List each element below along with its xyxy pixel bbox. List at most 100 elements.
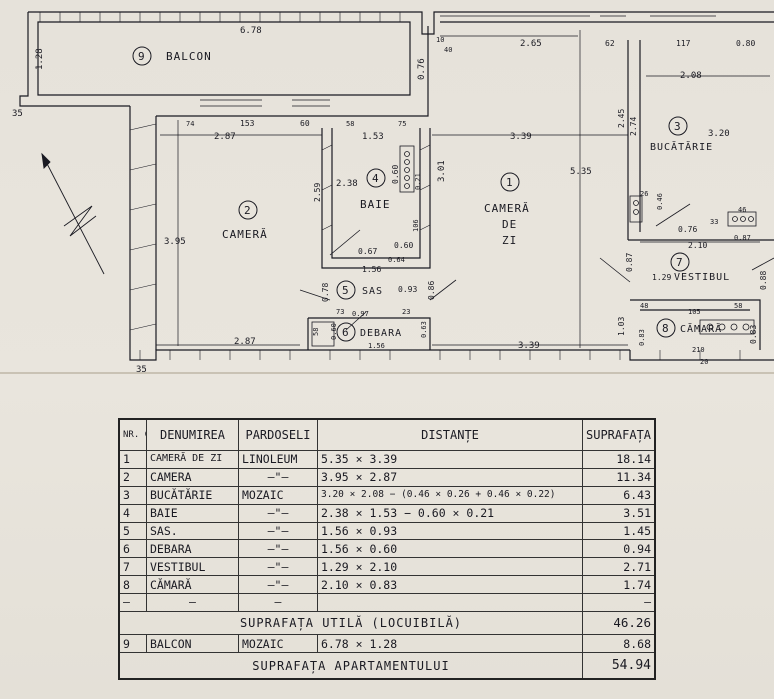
dim-080: 0.80	[736, 39, 755, 48]
dim-35-top: 35	[12, 109, 23, 119]
dim-097: 0.97	[352, 310, 369, 318]
dim-087-v: 0.87	[625, 253, 634, 272]
dim-20: 20	[700, 358, 708, 366]
row-nr: 4	[118, 503, 147, 523]
row-dist: 1.56 × 0.60	[317, 539, 583, 559]
dim-078: 0.78	[321, 283, 330, 302]
dim-067: 0.67	[358, 247, 377, 256]
dim-48: 48	[640, 302, 648, 310]
dim-535: 5.35	[570, 167, 592, 177]
table-row: 7 VESTIBUL —"— 1.29 × 2.10 2.71	[118, 557, 656, 577]
row-nr: 3	[118, 485, 147, 505]
row-dist: 1.56 × 0.93	[317, 521, 583, 541]
dim-339-bottom: 3.39	[518, 341, 540, 351]
room-9-label: 9 BALCON	[132, 46, 212, 66]
row-name: VESTIBUL	[146, 557, 239, 577]
dim-26: 26	[640, 190, 648, 198]
total-area-value: 54.94	[582, 652, 656, 680]
table-row: — — — —	[118, 593, 656, 612]
dim-021: 0.21	[414, 173, 422, 190]
dim-40: 40	[444, 46, 452, 54]
row-nr: 5	[118, 521, 147, 541]
dim-259: 2.59	[313, 183, 322, 202]
row-dist	[317, 593, 583, 612]
svg-text:6: 6	[342, 326, 350, 339]
row-dist: 2.38 × 1.53 − 0.60 × 0.21	[317, 503, 583, 523]
room-1-name: CAMERĂ	[484, 202, 530, 215]
row-area: 18.14	[582, 450, 656, 469]
dim-060-baie: 0.60	[391, 165, 400, 184]
dim-060-b: 0.60	[394, 241, 413, 250]
row-floor: LINOLEUM	[238, 450, 318, 469]
dim-balcon-height: 1.28	[35, 48, 45, 70]
row-dist: 5.35 × 3.39	[317, 450, 583, 469]
row-area: 3.51	[582, 503, 656, 523]
dim-58-c: 58	[734, 302, 742, 310]
dim-064: 0.64	[388, 256, 405, 264]
dim-274: 2.74	[629, 117, 638, 136]
dim-339-top: 3.39	[510, 132, 532, 142]
dim-287-top: 2.87	[214, 132, 236, 142]
table-row: 8 CĂMARĂ —"— 2.10 × 0.83 1.74	[118, 575, 656, 594]
dim-10: 10	[436, 36, 444, 44]
balcon-row: 9 BALCON MOZAIC 6.78 × 1.28 8.68	[118, 634, 656, 654]
table-row: 6 DEBARA —"— 1.56 × 0.60 0.94	[118, 539, 656, 559]
room-1-name-3: ZI	[502, 234, 517, 247]
dim-301: 3.01	[437, 160, 447, 182]
dim-75: 75	[398, 120, 406, 128]
dim-245: 2.45	[617, 109, 626, 128]
floor-plan: 6.78 1.28 35 35 10 40 0.76 2.65 62 117 0…	[12, 11, 774, 375]
room-1-name-2: DE	[502, 218, 517, 231]
svg-text:7: 7	[676, 256, 684, 269]
useful-area-row: SUPRAFAȚA UTILĂ (LOCUIBILĂ) 46.26	[118, 610, 656, 636]
room-8-name: CĂMARĂ	[680, 322, 722, 335]
row-area: 2.71	[582, 557, 656, 577]
dim-086: 0.86	[427, 281, 436, 300]
balcon-area: 8.68	[582, 634, 656, 654]
dim-60: 60	[300, 119, 310, 128]
walls	[19, 11, 774, 361]
dim-076-k: 0.76	[678, 225, 697, 234]
svg-text:4: 4	[372, 172, 380, 185]
dim-238: 2.38	[336, 179, 358, 189]
room-7-label: 7 VESTIBUL	[670, 252, 730, 283]
svg-text:5: 5	[342, 284, 350, 297]
table-header-row: NR. CRT. DENUMIREA PARDOSELI DISTANȚE SU…	[118, 418, 656, 451]
svg-text:1: 1	[506, 176, 514, 189]
paper-fold	[0, 372, 774, 374]
dim-153: 153	[240, 119, 255, 128]
row-area: 11.34	[582, 467, 656, 487]
room-4-name: BAIE	[360, 198, 391, 211]
row-dist: 2.10 × 0.83	[317, 575, 583, 594]
room-8-label: 8 CĂMARĂ	[656, 318, 722, 338]
dim-063: 0.63	[420, 321, 428, 338]
header-name: DENUMIREA	[146, 418, 239, 451]
row-floor: —"—	[238, 575, 318, 594]
dim-33: 33	[710, 218, 718, 226]
balcon-floor: MOZAIC	[238, 634, 318, 654]
row-floor: —	[238, 593, 318, 612]
balcon-nr: 9	[118, 634, 147, 654]
north-arrow	[41, 152, 105, 275]
row-dist: 1.29 × 2.10	[317, 557, 583, 577]
dim-46: 46	[738, 206, 746, 214]
room-7-name: VESTIBUL	[674, 272, 730, 283]
room-1-label: 1 CAMERĂ DE ZI	[484, 172, 530, 247]
room-9-name: BALCON	[166, 50, 212, 63]
dim-208: 2.08	[680, 71, 702, 81]
row-nr: 7	[118, 557, 147, 577]
dim-73: 73	[336, 308, 344, 316]
dim-58-d: 58	[312, 328, 320, 336]
dim-060-d: 0.60	[330, 323, 338, 340]
dim-117: 117	[676, 39, 691, 48]
svg-text:3: 3	[674, 120, 682, 133]
dim-106: 106	[412, 219, 420, 232]
row-area: 6.43	[582, 485, 656, 505]
total-area-label: SUPRAFAȚA APARTAMENTULUI	[118, 652, 583, 680]
total-area-row: SUPRAFAȚA APARTAMENTULUI 54.94	[118, 652, 656, 680]
row-nr: 8	[118, 575, 147, 594]
svg-text:8: 8	[662, 322, 670, 335]
row-name: BAIE	[146, 503, 239, 523]
dim-156-d: 1.56	[368, 342, 385, 350]
row-floor: —"—	[238, 503, 318, 523]
